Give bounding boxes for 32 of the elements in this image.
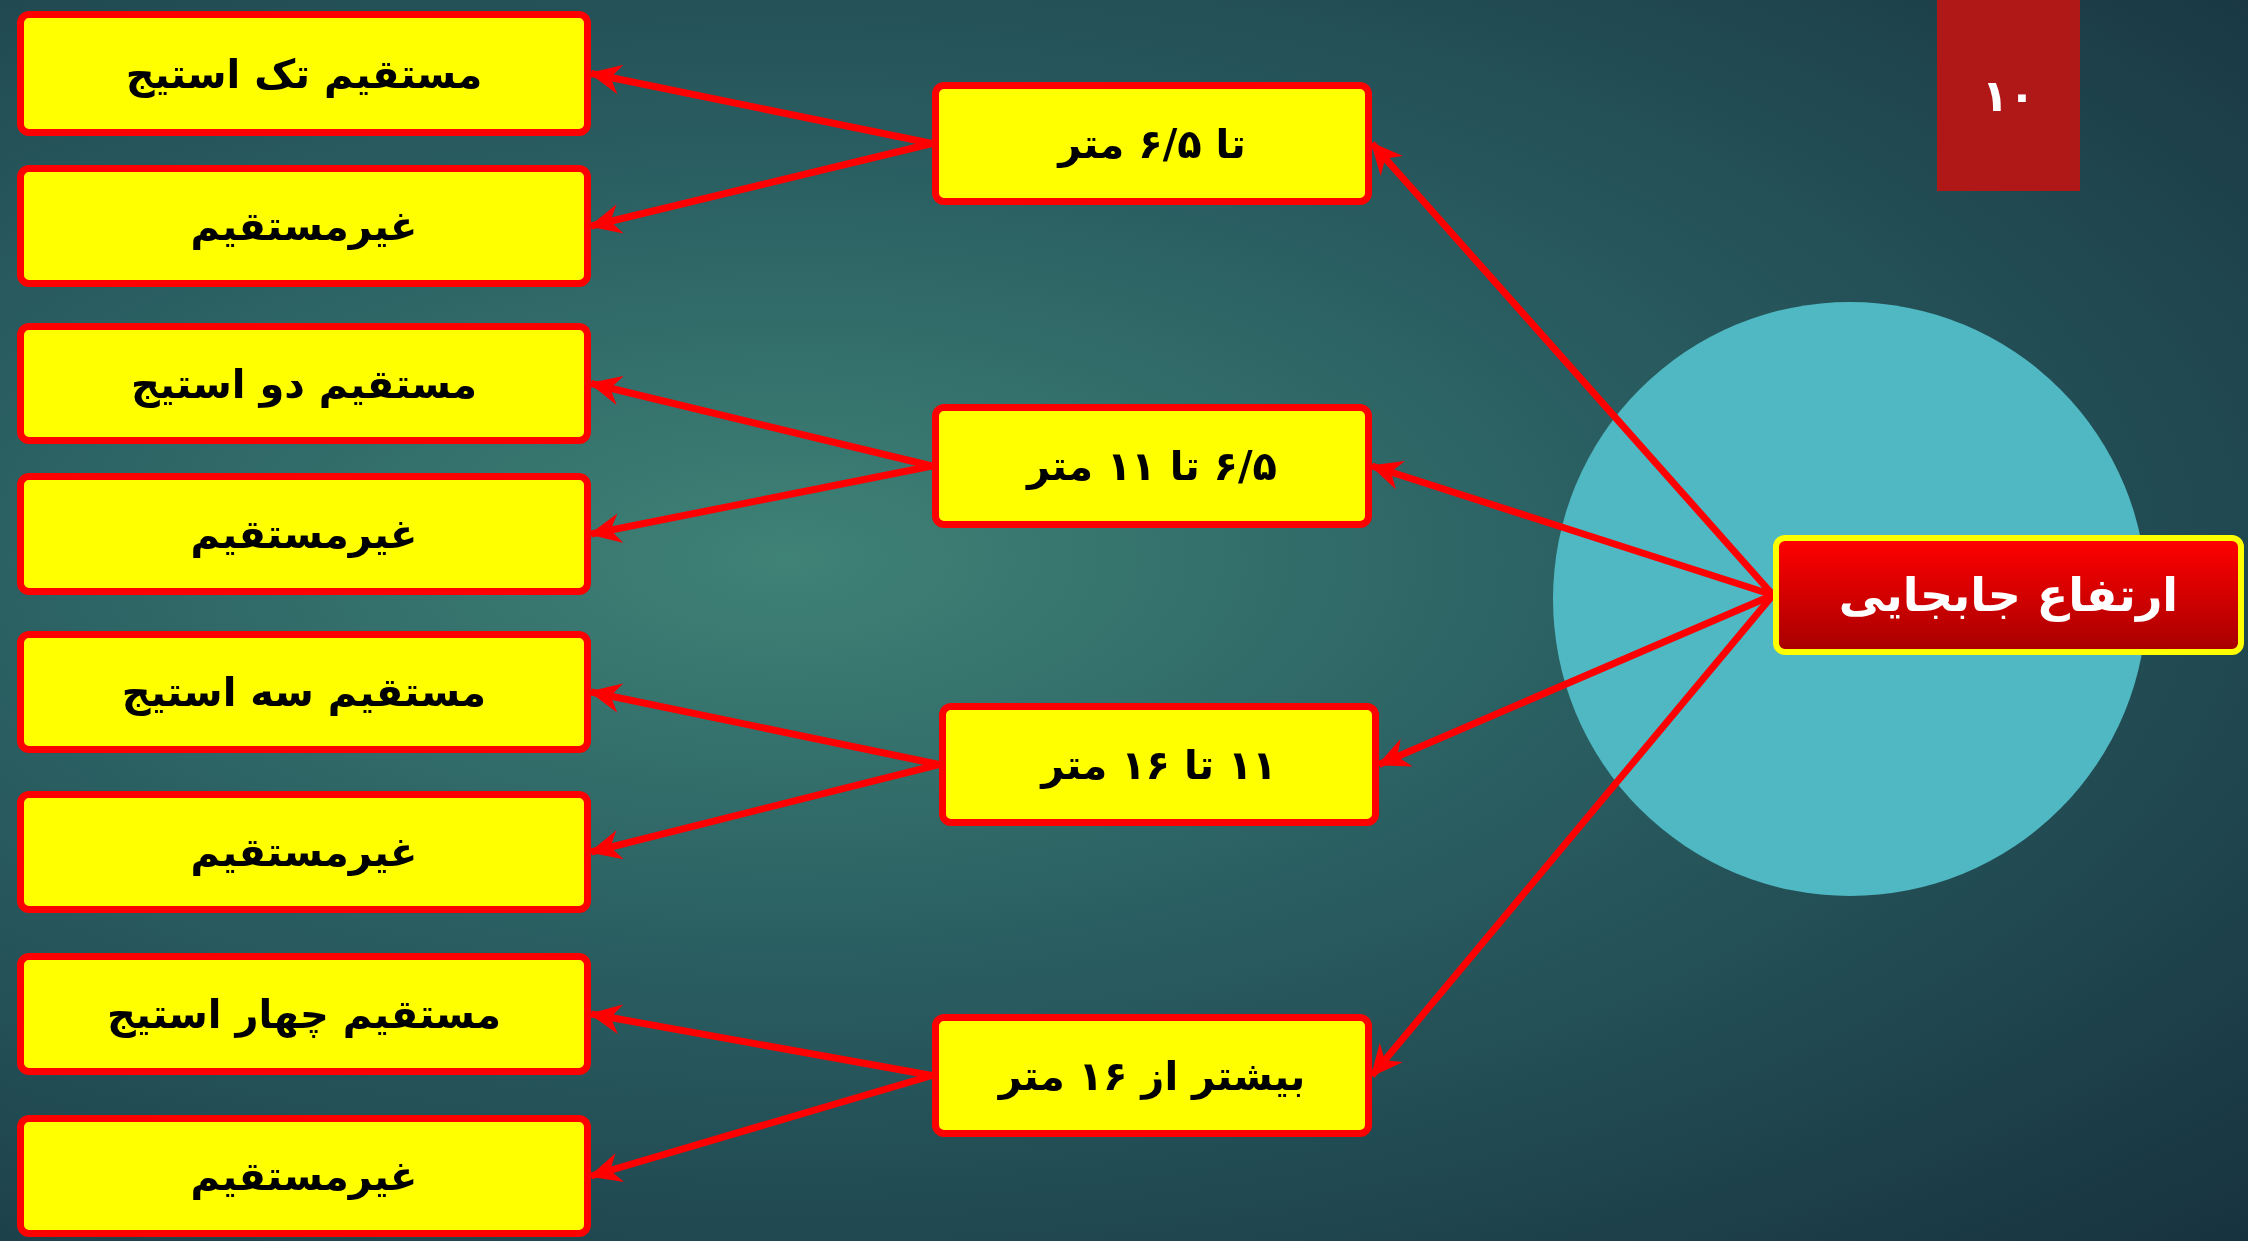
category-box (932, 1014, 1372, 1137)
category-box (932, 82, 1372, 205)
box-label: تا ۶/۵ متر (1058, 120, 1246, 167)
category-box (939, 703, 1379, 826)
box-label: غیرمستقیم (190, 511, 418, 557)
category-box (17, 1115, 591, 1237)
box-label: ۶/۵ تا ۱۱ متر (1026, 443, 1278, 489)
box-label: مستقیم تک استیج (125, 50, 483, 97)
box-label: مستقیم چهار استیج (107, 991, 501, 1037)
category-box (932, 404, 1372, 528)
category-box (17, 323, 591, 444)
box-label: ارتفاع جابجایی (1838, 568, 2179, 622)
arrow (589, 462, 933, 543)
box-label: غیرمستقیم (190, 829, 418, 875)
category-box (17, 165, 591, 287)
category-box (17, 11, 591, 136)
box-label: مستقیم دو استیج (130, 360, 478, 407)
root-box (1773, 535, 2244, 655)
arrow (589, 683, 940, 768)
box-label: غیرمستقیم (190, 203, 418, 249)
box-label: ۱۱ تا ۱۶ متر (1041, 741, 1277, 788)
category-box (17, 791, 591, 913)
arrow (589, 64, 933, 147)
box-label: غیرمستقیم (190, 1153, 418, 1199)
arrow (589, 140, 933, 234)
box-label: مستقیم سه استیج (121, 669, 487, 715)
category-box (17, 953, 591, 1075)
category-box (17, 631, 591, 753)
arrow (589, 1004, 933, 1079)
category-box (17, 473, 591, 595)
box-label: بیشتر از ۱۶ متر (998, 1052, 1306, 1099)
page-number: ۱۰ (1981, 70, 2036, 121)
